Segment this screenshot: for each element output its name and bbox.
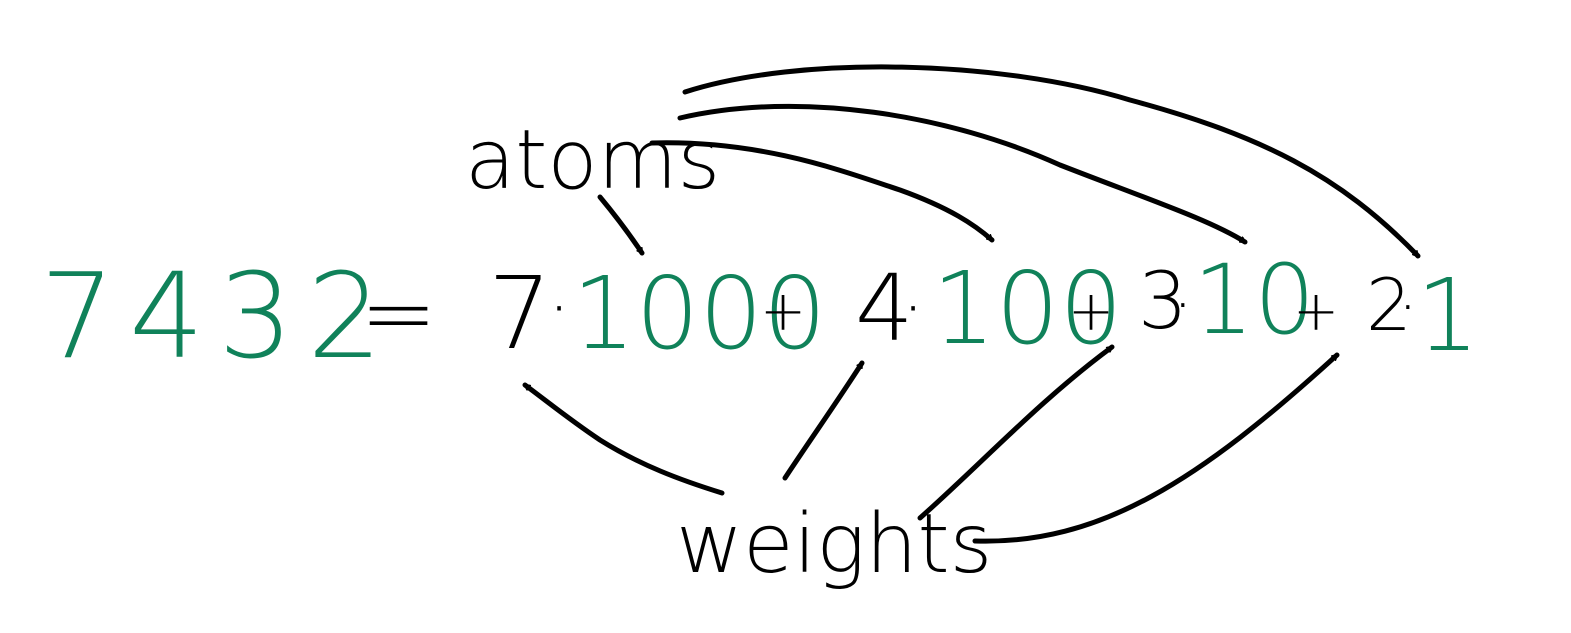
atom-10: 10 [1193, 244, 1315, 356]
arrow-weights-to-7 [522, 382, 725, 496]
plus-2: + [1068, 279, 1114, 343]
dot-3: · [1173, 268, 1193, 341]
arrow-atoms-to-1000 [597, 194, 645, 256]
atoms-arrows [597, 64, 1421, 259]
plus-3: + [1293, 279, 1339, 343]
plus-1: + [760, 279, 806, 343]
atom-100: 100 [932, 250, 1123, 367]
atom-1000: 1000 [572, 255, 827, 372]
dot-2: · [902, 267, 924, 349]
dot-1: · [548, 267, 570, 349]
weight-4: 4 [855, 255, 914, 362]
equation: 7432 = 7 · 1000 + 4 · 100 + 3 · 10 + 2 ·… [40, 244, 1480, 385]
dot-4: · [1398, 270, 1418, 343]
arrow-weights-to-2 [972, 352, 1340, 544]
number-7432: 7432 [40, 247, 396, 385]
arrow-atoms-to-10 [677, 103, 1248, 245]
weights-label: weights [676, 497, 992, 592]
weight-7: 7 [488, 255, 552, 372]
atoms-label: atoms [465, 113, 720, 208]
arrow-atoms-to-100 [649, 140, 995, 243]
arrow-atoms-to-1 [682, 64, 1421, 259]
weight-2: 2 [1366, 263, 1412, 347]
equals-sign: = [360, 260, 437, 367]
weights-arrows [522, 344, 1340, 544]
arrow-weights-to-3 [917, 344, 1115, 521]
arrow-weights-to-4 [782, 360, 865, 481]
weight-3: 3 [1138, 257, 1188, 347]
atom-1: 1 [1416, 257, 1480, 374]
